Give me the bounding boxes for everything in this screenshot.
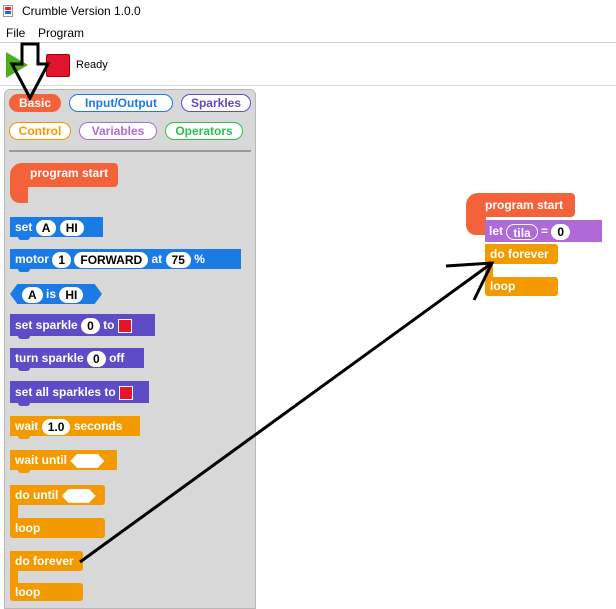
palette-set-all-sparkles-block[interactable]: set all sparkles to [10, 381, 149, 406]
menu-file[interactable]: File [6, 26, 26, 40]
workspace-program-start-tail [466, 215, 486, 235]
menu-program[interactable]: Program [38, 26, 85, 40]
do-forever-loop-label: loop [15, 585, 41, 599]
palette-do-forever-block[interactable]: do forever [10, 551, 83, 571]
motor-direction-slot[interactable]: FORWARD [74, 251, 149, 268]
wait-seconds-slot[interactable]: 1.0 [41, 418, 71, 435]
set-value-slot[interactable]: HI [59, 219, 84, 236]
set-label: set [15, 220, 33, 234]
workspace-program-start-block[interactable]: program start [466, 193, 575, 217]
palette-pin-is-block[interactable]: A is HI [10, 284, 102, 304]
do-forever-c-bar [10, 570, 18, 584]
tab-sparkles[interactable]: Sparkles [181, 94, 251, 112]
do-until-c-bar [10, 504, 18, 520]
title-bar: Crumble Version 1.0.0 [0, 0, 616, 23]
wait-label: wait [15, 419, 39, 433]
workspace-loop-label: loop [490, 279, 516, 293]
palette-set-block[interactable]: set A HI [10, 217, 103, 240]
do-forever-loop-footer: loop [10, 583, 83, 601]
set-sparkle-to-label: to [103, 318, 115, 332]
palette-divider [9, 150, 251, 152]
set-pin-slot[interactable]: A [35, 219, 57, 236]
let-value-slot[interactable]: 0 [551, 223, 571, 240]
tab-variables[interactable]: Variables [79, 122, 157, 140]
workspace-do-forever-loop-footer: loop [485, 277, 558, 296]
palette-turn-sparkle-block[interactable]: turn sparkle 0 off [10, 348, 144, 371]
palette-wait-block[interactable]: wait 1.0 seconds [10, 416, 140, 439]
palette-motor-block[interactable]: motor 1 FORWARD at 75 % [10, 249, 241, 272]
set-all-sparkles-label: set all sparkles to [15, 385, 116, 399]
motor-label: motor [15, 252, 49, 266]
turn-sparkle-label: turn sparkle [15, 351, 84, 365]
palette-set-sparkle-block[interactable]: set sparkle 0 to [10, 314, 155, 339]
let-equals-label: = [541, 224, 549, 238]
workspace-do-forever-block[interactable]: do forever [485, 244, 558, 264]
set-sparkle-label: set sparkle [15, 318, 78, 332]
pin-is-value-slot[interactable]: HI [59, 286, 84, 303]
program-start-tail [10, 185, 28, 203]
set-sparkle-number-slot[interactable]: 0 [81, 317, 100, 334]
tab-basic[interactable]: Basic [9, 94, 61, 112]
pin-is-pin-slot[interactable]: A [22, 286, 43, 303]
wait-until-label: wait until [15, 453, 67, 467]
do-until-loop-footer: loop [10, 518, 105, 538]
menu-bar: File Program [0, 23, 616, 43]
motor-speed-slot[interactable]: 75 [165, 251, 191, 268]
palette-program-start-block[interactable]: program start [10, 163, 118, 187]
pin-is-label: is [46, 287, 57, 301]
palette-do-until-block[interactable]: do until [10, 485, 105, 505]
color-swatch[interactable] [117, 318, 132, 333]
motor-at-label: at [151, 252, 163, 266]
motor-percent-label: % [194, 252, 205, 266]
turn-sparkle-number-slot[interactable]: 0 [87, 350, 106, 367]
window-title: Crumble Version 1.0.0 [22, 4, 141, 18]
tab-operators[interactable]: Operators [165, 122, 243, 140]
let-label: let [489, 224, 504, 238]
palette-wait-until-block[interactable]: wait until [10, 450, 117, 473]
wait-until-condition-slot[interactable] [70, 453, 105, 468]
block-palette: Basic Input/Output Sparkles Control Vari… [4, 89, 256, 609]
workspace-program-start-label: program start [485, 198, 564, 212]
down-arrow-annotation [9, 42, 51, 102]
do-until-loop-label: loop [15, 521, 41, 535]
wait-seconds-label: seconds [73, 419, 123, 433]
app-icon [3, 5, 13, 17]
workspace-let-block[interactable]: let tila = 0 [485, 220, 602, 242]
workspace-do-forever-label: do forever [490, 247, 549, 261]
toolbar: Ready [0, 44, 616, 86]
program-start-label: program start [30, 166, 109, 180]
let-variable-slot[interactable]: tila [506, 223, 538, 240]
do-until-label: do until [15, 488, 59, 502]
drag-arrow-annotation [79, 261, 495, 564]
turn-sparkle-off-label: off [109, 351, 125, 365]
motor-number-slot[interactable]: 1 [52, 251, 72, 268]
do-until-condition-slot[interactable] [61, 488, 96, 503]
status-text: Ready [76, 59, 108, 71]
color-swatch[interactable] [119, 385, 134, 400]
do-forever-label: do forever [15, 554, 74, 568]
tab-control[interactable]: Control [9, 122, 71, 140]
tab-input-output[interactable]: Input/Output [69, 94, 173, 112]
